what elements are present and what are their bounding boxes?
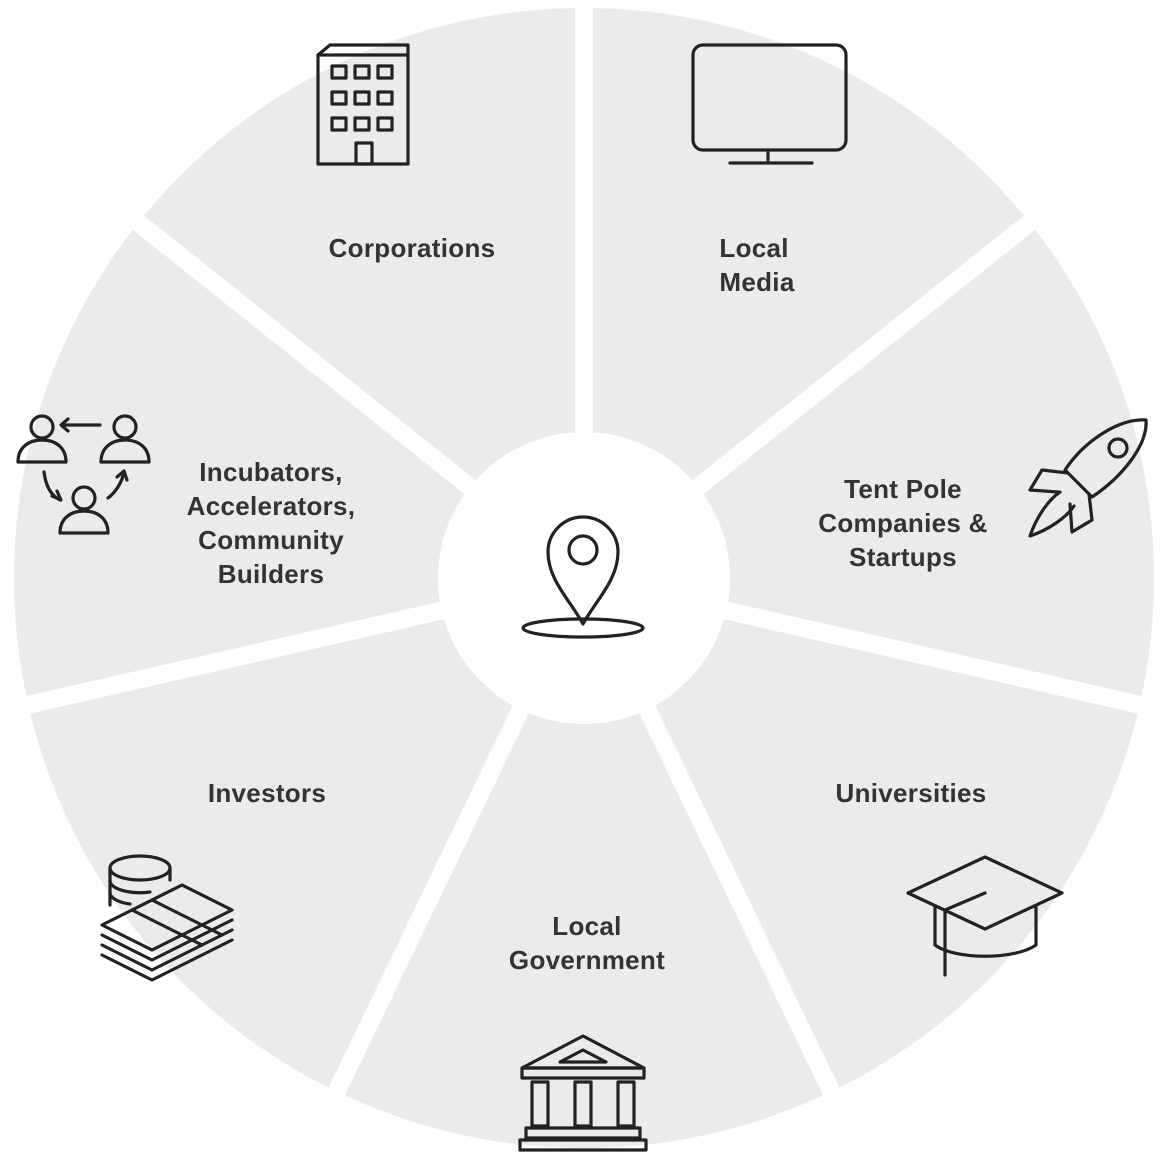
segment-label-local-media: Local Media xyxy=(719,231,794,299)
label-line: Government xyxy=(508,945,666,975)
segment-label-investors: Investors xyxy=(208,776,326,810)
label-line: Startups xyxy=(849,542,957,572)
segment-label-incubators: Incubators, Accelerators, Community Buil… xyxy=(187,455,356,591)
label-line: Universities xyxy=(835,778,987,808)
wheel-segment-local-government xyxy=(336,578,832,1149)
office-building-icon xyxy=(316,43,410,166)
label-line: Local xyxy=(719,233,789,263)
label-line: Incubators, xyxy=(199,457,343,487)
label-line: Tent Pole xyxy=(844,474,962,504)
wheel-segment-corporations xyxy=(138,8,584,578)
label-line: Corporations xyxy=(328,233,496,263)
rocket-icon xyxy=(1028,418,1148,538)
government-building-icon xyxy=(518,1034,648,1152)
community-network-icon xyxy=(16,414,151,535)
graduation-cap-icon xyxy=(906,855,1064,977)
wheel-segment-universities xyxy=(584,578,1140,1092)
label-line: Companies & xyxy=(818,508,988,538)
label-line: Accelerators, xyxy=(186,491,356,521)
wheel-segment-local-media xyxy=(584,8,1030,578)
segment-label-universities: Universities xyxy=(835,776,986,810)
label-line: Investors xyxy=(207,778,327,808)
segment-label-tent-pole: Tent Pole Companies & Startups xyxy=(818,472,987,574)
label-line: Media xyxy=(719,267,795,297)
wheel-segments xyxy=(13,8,1154,1149)
label-line: Local xyxy=(552,911,622,941)
label-line: Community xyxy=(198,525,344,555)
segment-label-corporations: Corporations xyxy=(329,231,496,265)
television-icon xyxy=(691,43,848,165)
center-hub xyxy=(438,432,730,724)
location-pin-icon xyxy=(521,515,645,639)
money-stack-icon xyxy=(100,854,234,982)
label-line: Builders xyxy=(217,559,325,589)
segment-label-local-government: Local Government xyxy=(509,909,665,977)
